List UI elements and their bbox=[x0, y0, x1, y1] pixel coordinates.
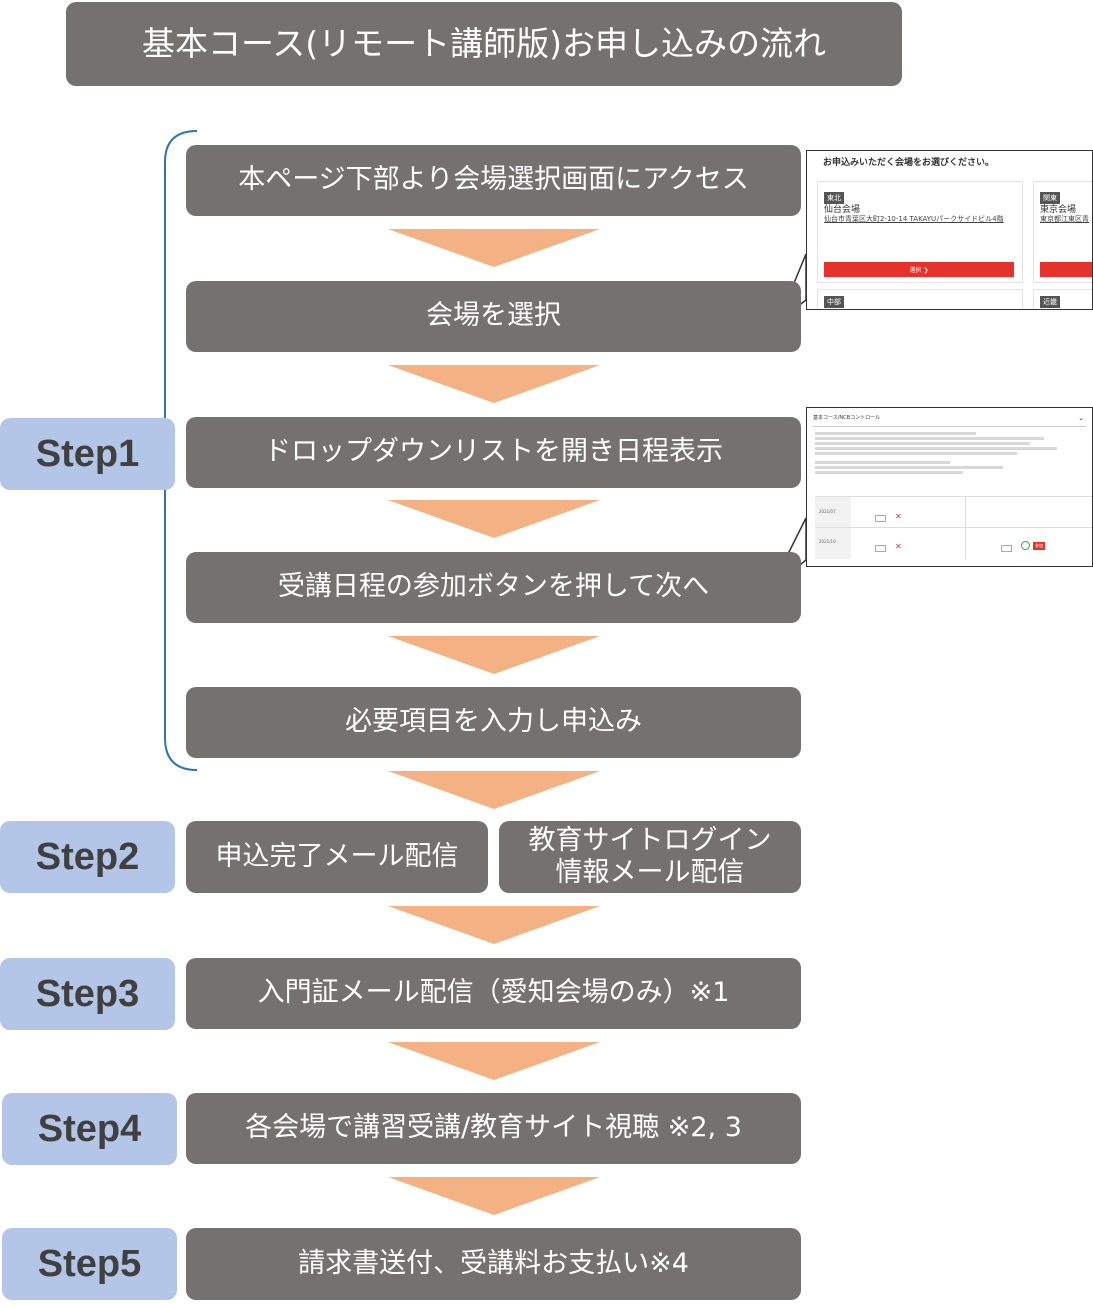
date-chip bbox=[875, 515, 887, 522]
month-cell: 2021/10 bbox=[819, 539, 836, 544]
flow-mail-login: 教育サイトログイン 情報メール配信 bbox=[499, 821, 801, 893]
step2-label: Step2 bbox=[0, 821, 175, 893]
down-arrow bbox=[388, 365, 600, 403]
dropdown-bar: 基本コース/NCBコントロール ⌄ bbox=[813, 414, 1086, 427]
full-x-icon: ✕ bbox=[895, 512, 902, 521]
date-chip bbox=[875, 545, 887, 552]
flow-select-venue: 会場を選択 bbox=[186, 281, 801, 352]
select-button: 選択 ❯ bbox=[824, 262, 1014, 277]
flow-admission: 入門証メール配信（愛知会場のみ）※1 bbox=[186, 958, 801, 1029]
region-tag: 近畿 bbox=[1040, 296, 1060, 308]
down-arrow bbox=[388, 1042, 600, 1080]
step5-label: Step5 bbox=[2, 1228, 177, 1300]
venue-address: 東京都江東区青 bbox=[1040, 215, 1089, 223]
step1-label: Step1 bbox=[0, 418, 175, 490]
venue-card: 関東 東京会場 東京都江東区青 bbox=[1033, 181, 1092, 283]
down-arrow bbox=[388, 229, 600, 267]
mail-login-line2: 情報メール配信 bbox=[555, 857, 745, 888]
step4-label: Step4 bbox=[2, 1093, 177, 1165]
flow-invoice: 請求書送付、受講料お支払い※4 bbox=[186, 1228, 801, 1300]
join-button: 参加 bbox=[1033, 542, 1045, 550]
venue-address: 仙台市青葉区大町2-10-14 TAKAYUパークサイドビル4階 bbox=[824, 215, 1004, 223]
down-arrow bbox=[388, 500, 600, 538]
venue-card: 中部 bbox=[817, 289, 1023, 309]
page-title: 基本コース(リモート講師版)お申し込みの流れ bbox=[66, 2, 902, 86]
venue-name: 東京会場 bbox=[1040, 205, 1077, 215]
schedule-dropdown-screenshot: 基本コース/NCBコントロール ⌄ 2021/07 2021/10 ✕ ✕ 参加 bbox=[806, 407, 1093, 567]
notice-text bbox=[815, 430, 1084, 476]
mail-login-line1: 教育サイトログイン bbox=[528, 824, 772, 856]
step3-label: Step3 bbox=[0, 958, 175, 1030]
flow-input: 必要項目を入力し申込み bbox=[186, 687, 801, 758]
down-arrow bbox=[388, 906, 600, 944]
flow-join-button: 受講日程の参加ボタンを押して次へ bbox=[186, 552, 801, 623]
down-arrow bbox=[388, 771, 600, 809]
region-tag: 関東 bbox=[1040, 192, 1060, 204]
flow-access: 本ページ下部より会場選択画面にアクセス bbox=[186, 145, 801, 216]
down-arrow bbox=[388, 1177, 600, 1215]
month-cell: 2021/07 bbox=[819, 509, 836, 514]
flow-attend: 各会場で講習受講/教育サイト視聴 ※2, 3 bbox=[186, 1093, 801, 1164]
flow-dropdown: ドロップダウンリストを開き日程表示 bbox=[186, 417, 801, 488]
date-chip bbox=[1001, 545, 1013, 552]
dropdown-label: 基本コース/NCBコントロール bbox=[813, 415, 881, 421]
full-x-icon: ✕ bbox=[895, 542, 902, 551]
chevron-down-icon: ⌄ bbox=[1078, 414, 1084, 422]
venue-card: 東北 仙台会場 仙台市青葉区大町2-10-14 TAKAYUパークサイドビル4階… bbox=[817, 181, 1023, 283]
venue-name: 仙台会場 bbox=[824, 205, 861, 215]
thumb1-heading: お申込みいただく会場をお選びください。 bbox=[823, 158, 995, 168]
down-arrow bbox=[388, 636, 600, 674]
flow-mail-complete: 申込完了メール配信 bbox=[186, 821, 488, 893]
select-button bbox=[1040, 262, 1092, 277]
venue-selection-screenshot: お申込みいただく会場をお選びください。 東北 仙台会場 仙台市青葉区大町2-10… bbox=[806, 150, 1093, 310]
region-tag: 東北 bbox=[824, 192, 844, 204]
venue-card: 近畿 bbox=[1033, 289, 1092, 309]
available-circle-icon bbox=[1021, 541, 1030, 550]
region-tag: 中部 bbox=[824, 296, 844, 308]
schedule-table: 2021/07 2021/10 ✕ ✕ 参加 bbox=[815, 496, 1092, 559]
